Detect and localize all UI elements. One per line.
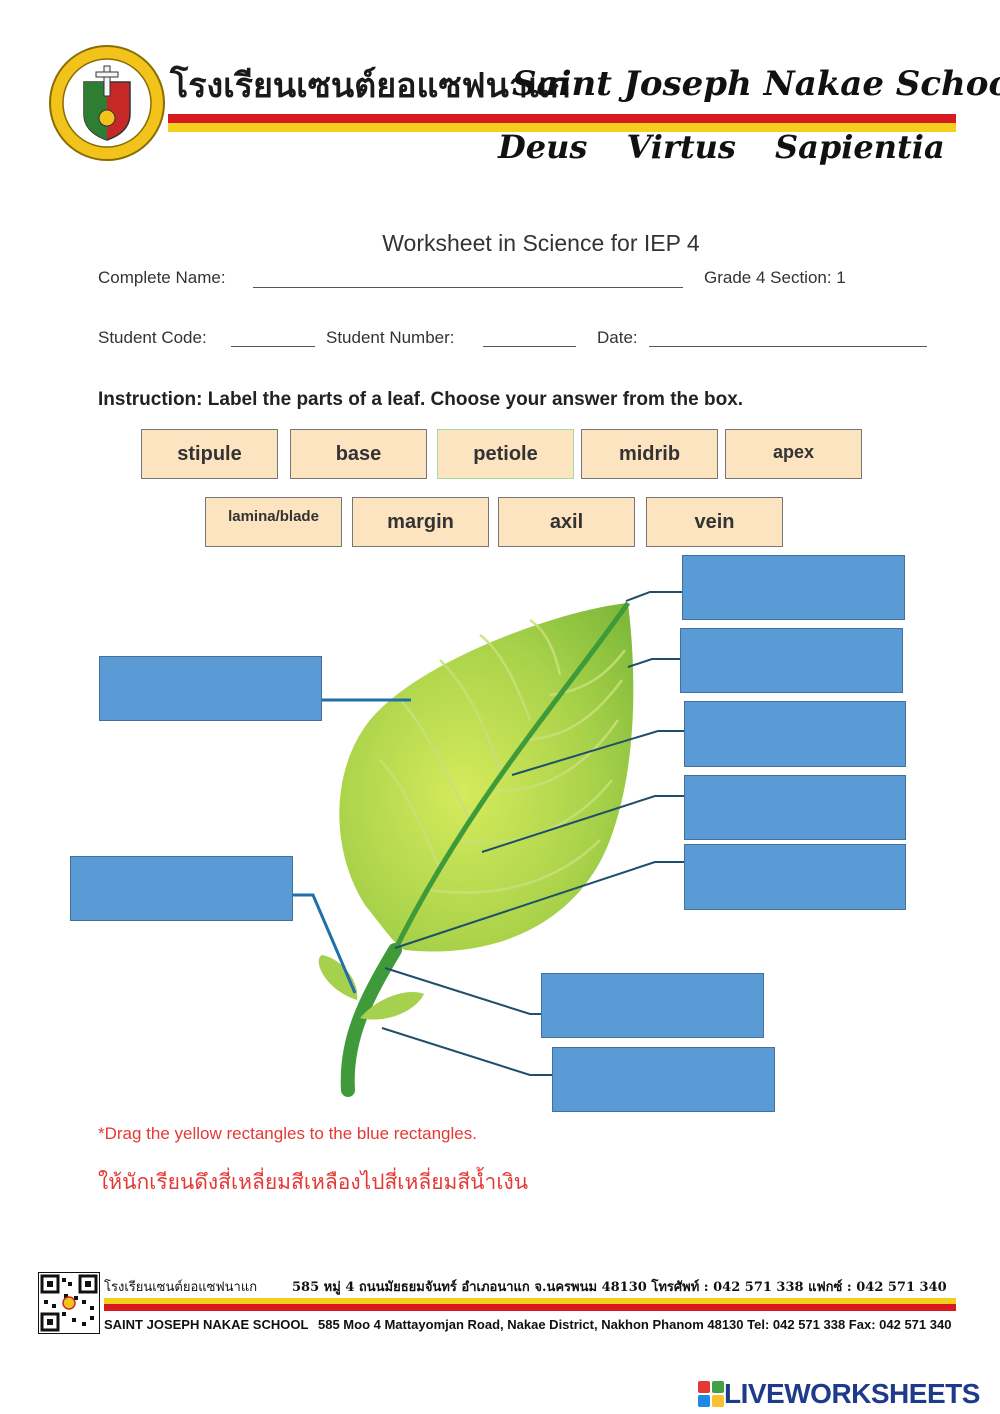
leader-line-stipule: [381, 1027, 553, 1076]
drop-target-4[interactable]: [684, 775, 906, 840]
date-label: Date:: [597, 328, 638, 347]
drop-target-1[interactable]: [682, 555, 905, 620]
leaf-blade: [339, 603, 634, 952]
leader-line-apex: [625, 591, 683, 602]
answer-chip-margin[interactable]: margin: [352, 497, 489, 547]
leader-line-base: [394, 861, 684, 949]
answer-chip-stipule[interactable]: stipule: [141, 429, 278, 479]
leaf-veins: [379, 618, 626, 894]
liveworksheets-brand: LIVEWORKSHEETS: [698, 1378, 980, 1410]
school-name-thai: โรงเรียนเซนต์ยอแซฟนาแก: [170, 66, 571, 106]
school-logo: [49, 45, 165, 161]
date-line: [649, 346, 927, 347]
liveworksheets-logo-icon: [698, 1381, 724, 1407]
student-code-line: [231, 346, 315, 347]
answer-chip-axil[interactable]: axil: [498, 497, 635, 547]
header-stripe-yellow: [168, 123, 956, 132]
liveworksheets-wordmark: LIVEWORKSHEETS: [724, 1378, 980, 1409]
answer-chip-midrib[interactable]: midrib: [581, 429, 718, 479]
footer-address-thai: 585 หมู่ 4 ถนนมัยธยมจันทร์ อำเภอนาแก จ.น…: [292, 1280, 947, 1295]
leader-line-axil: [384, 967, 542, 1015]
footer-school-english: SAINT JOSEPH NAKAE SCHOOL: [104, 1317, 309, 1332]
leader-line-petiole: [293, 893, 357, 994]
header-stripe-red: [168, 114, 956, 123]
answer-chip-apex[interactable]: apex: [725, 429, 862, 479]
instruction-text: Instruction: Label the parts of a leaf. …: [98, 389, 744, 410]
complete-name-label: Complete Name:: [98, 268, 226, 287]
answer-chip-lamina-blade[interactable]: lamina/blade: [205, 497, 342, 547]
answer-chip-base[interactable]: base: [290, 429, 427, 479]
leader-line-vein: [481, 795, 684, 853]
leaf-petiole: [340, 943, 402, 1097]
stipule-left: [318, 955, 358, 1000]
student-code-label: Student Code:: [98, 328, 207, 347]
student-number-label: Student Number:: [326, 328, 455, 347]
school-motto: Deus Virtus Sapientia: [498, 128, 945, 166]
drop-target-5[interactable]: [684, 844, 906, 910]
drop-target-3[interactable]: [684, 701, 906, 767]
drop-target-2[interactable]: [680, 628, 903, 693]
drag-note-english: *Drag the yellow rectangles to the blue …: [98, 1124, 477, 1143]
footer-school-thai: โรงเรียนเซนต์ยอแซฟนาแก: [104, 1280, 258, 1295]
drop-target-9[interactable]: [552, 1047, 775, 1112]
answer-chip-vein[interactable]: vein: [646, 497, 783, 547]
drop-target-7[interactable]: [70, 856, 293, 921]
leader-line-margin: [627, 658, 680, 668]
student-number-line: [483, 346, 576, 347]
school-name-english: Saint Joseph Nakae School: [512, 64, 1000, 104]
footer-stripe-red: [104, 1304, 956, 1311]
grade-section: Grade 4 Section: 1: [704, 268, 846, 287]
drop-target-6[interactable]: [99, 656, 322, 721]
footer-stripe-yellow: [104, 1298, 956, 1304]
complete-name-line: [253, 287, 683, 288]
drop-target-8[interactable]: [541, 973, 764, 1038]
worksheet-title: Worksheet in Science for IEP 4: [382, 230, 700, 256]
answer-chip-petiole[interactable]: petiole: [437, 429, 574, 479]
stipule-right: [360, 991, 424, 1020]
qr-code-icon: [38, 1272, 100, 1334]
leader-line-midrib: [511, 730, 684, 776]
leaf-midrib: [392, 601, 631, 952]
footer-address-english: 585 Moo 4 Mattayomjan Road, Nakae Distri…: [318, 1317, 952, 1332]
drag-note-thai: ให้นักเรียนดึงสี่เหลี่ยมสีเหลืองไปสี่เหล…: [98, 1170, 529, 1194]
leaf-diagram: [293, 591, 684, 1097]
